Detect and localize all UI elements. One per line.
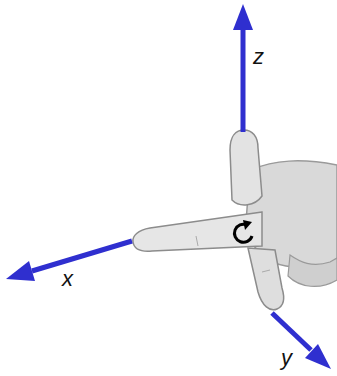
axis-label: z — [253, 46, 264, 68]
curled-fingers — [288, 255, 337, 286]
y-axis-arrowhead — [305, 344, 331, 369]
z-axis-arrowhead — [233, 4, 253, 30]
knuckle-crease — [196, 236, 198, 246]
thumb — [230, 130, 262, 205]
axis-label: y — [281, 347, 292, 369]
z-axis-line — [241, 28, 246, 132]
index-finger — [133, 212, 262, 251]
x-axis-arrowhead — [6, 261, 35, 281]
middle-finger — [248, 248, 284, 310]
axis-label: x — [62, 268, 73, 290]
knuckle-crease — [262, 270, 270, 272]
y-axis-line — [272, 313, 311, 350]
rotation-arrowhead — [243, 220, 252, 230]
rotation-symbol — [234, 224, 252, 242]
x-axis-line — [32, 241, 132, 271]
